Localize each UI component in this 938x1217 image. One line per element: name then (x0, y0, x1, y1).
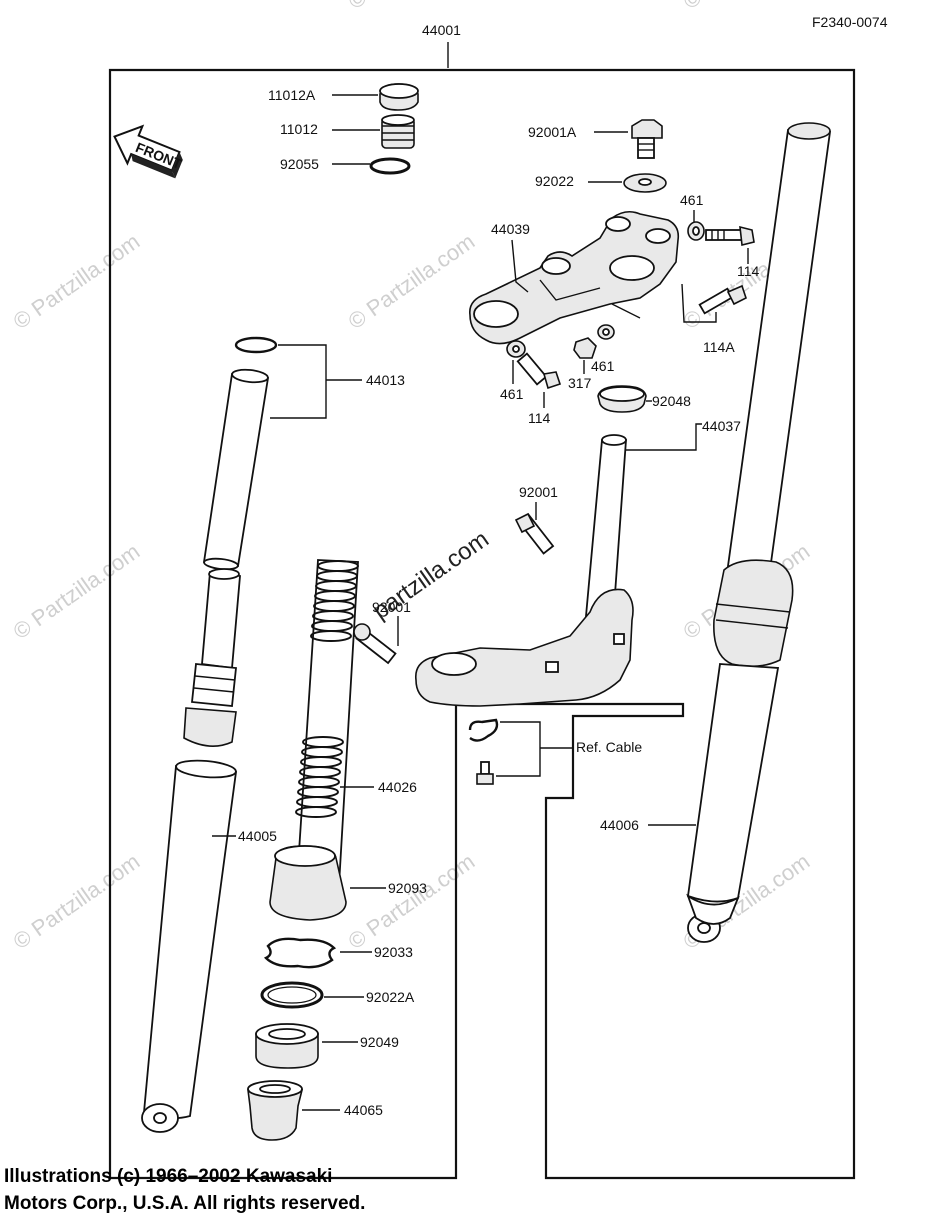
copyright-notice: Illustrations (c) 1966–2002 Kawasaki Mot… (4, 1163, 524, 1217)
watermark: © Partzilla.com (344, 0, 480, 14)
watermark: © Partzilla.com (9, 849, 145, 955)
label-44037: 44037 (702, 418, 741, 434)
label-461-left: 461 (500, 386, 524, 402)
bearing-92048 (597, 385, 647, 413)
bolt-114-upper (705, 225, 755, 246)
label-114-upper: 114 (737, 263, 760, 279)
cap-11012A (379, 83, 419, 111)
label-461-upper: 461 (680, 192, 704, 208)
label-114A: 114A (703, 339, 735, 355)
label-44005: 44005 (238, 828, 277, 844)
lower-bracket (414, 588, 634, 707)
label-92049: 92049 (360, 1034, 399, 1050)
label-44039: 44039 (491, 221, 530, 237)
oring-92055 (369, 157, 411, 175)
label-92001-upper: 92001 (519, 484, 558, 500)
copyright-line-1: Illustrations (c) 1966–2002 Kawasaki (4, 1166, 333, 1187)
watermark: © Partzilla.com (344, 849, 480, 955)
bolt-114-lower (516, 352, 562, 390)
copyright-line-2: Motors Corp., U.S.A. All rights reserved… (4, 1193, 366, 1214)
inner-tube-44013 (202, 368, 270, 571)
label-114-lower: 114 (528, 410, 551, 426)
label-92001A: 92001A (528, 124, 577, 140)
bushing-44065 (247, 1080, 304, 1141)
bolt-92001A (631, 119, 663, 159)
seal-92049 (255, 1023, 319, 1069)
cable-screw (476, 761, 494, 785)
label-317: 317 (568, 375, 592, 391)
label-92048: 92048 (652, 393, 691, 409)
assembly-frame (108, 68, 856, 1180)
bolt-92001-upper (514, 512, 555, 555)
damper-rod (183, 568, 241, 747)
label-92093: 92093 (388, 880, 427, 896)
fork-leg-44006-right (686, 122, 832, 943)
label-92033: 92033 (374, 944, 413, 960)
nut-461-left (506, 340, 526, 358)
label-44013: 44013 (366, 372, 405, 388)
watermark: © Partzilla.com (344, 229, 480, 335)
label-44026: 44026 (378, 779, 417, 795)
label-44006: 44006 (600, 817, 639, 833)
boot-92093 (269, 845, 347, 921)
label-92022: 92022 (535, 173, 574, 189)
label-11012: 11012 (280, 121, 318, 137)
label-92022A: 92022A (366, 989, 415, 1005)
label-44065: 44065 (344, 1102, 383, 1118)
figure-id: F2340-0074 (812, 14, 888, 30)
label-44001: 44001 (422, 22, 461, 38)
label-11012A: 11012A (268, 87, 316, 103)
nut-461-right (597, 324, 615, 340)
bolt-114A (698, 284, 747, 315)
watermark: © Partzilla.com (9, 229, 145, 335)
washer-92022A (260, 981, 324, 1009)
nut-461-upper (687, 221, 705, 241)
outer-tube-44005-left (141, 759, 238, 1133)
label-461-right: 461 (591, 358, 615, 374)
upper-bracket-44039 (469, 210, 680, 345)
watermark: © Partzilla.com (9, 539, 145, 645)
watermark: © Partzilla.com (679, 0, 815, 14)
bolt-92001-lower (353, 623, 397, 665)
nut-317 (573, 337, 597, 359)
cable-clip (468, 718, 499, 742)
front-arrow: FRONT (113, 124, 185, 179)
snap-ring-44013 (234, 336, 278, 354)
spring-44026 (295, 559, 359, 903)
label-92001-lower: 92001 (372, 599, 411, 615)
plug-11012 (381, 114, 415, 149)
label-92055: 92055 (280, 156, 319, 172)
clip-92033 (263, 937, 337, 969)
ref-cable-label: Ref. Cable (576, 739, 642, 755)
washer-92022 (623, 173, 667, 193)
